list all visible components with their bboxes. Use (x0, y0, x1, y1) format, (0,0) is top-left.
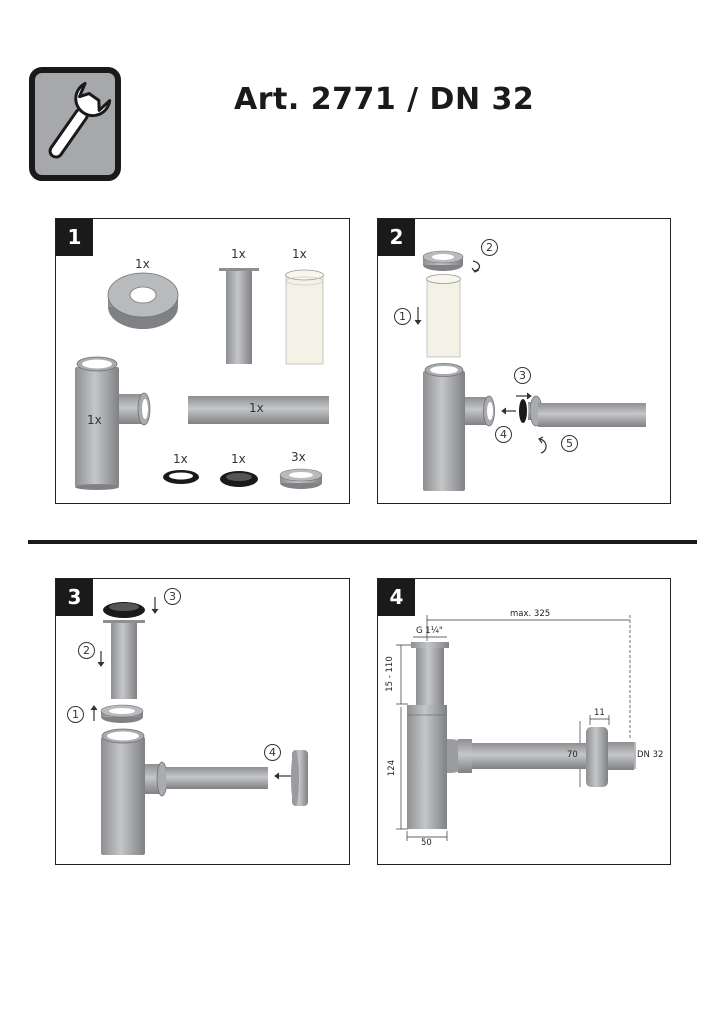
dimension-drawing (396, 615, 636, 841)
qty-label-bottle-body: 1x (87, 413, 102, 427)
dimension-rosette-diameter: 70 (567, 750, 578, 760)
step-marker-2: 2 (481, 239, 498, 256)
page-title: Art. 2771 / DN 32 (234, 82, 535, 117)
assembly-illustration-2 (414, 250, 646, 491)
pipe-part (188, 396, 329, 424)
section-divider (28, 540, 697, 544)
step-marker-1: 1 (67, 706, 84, 723)
panel-number: 4 (378, 579, 415, 616)
step-marker-5: 5 (561, 435, 578, 452)
gasket-large-part (220, 471, 258, 487)
assembly-illustration-3 (90, 597, 308, 855)
bottle-body-part (75, 356, 151, 490)
panel-1-parts-list: 1 (55, 218, 350, 504)
wall-tube-part (219, 268, 259, 364)
dimension-max-length: max. 325 (510, 609, 551, 619)
wrench-icon (29, 67, 121, 181)
qty-label-gasket-small: 1x (173, 452, 188, 466)
clear-tube-part (285, 269, 324, 365)
step-marker-1: 1 (394, 308, 411, 325)
panel-4-dimensions: 4 (377, 578, 671, 865)
rosette-part (107, 272, 179, 329)
dimension-rosette-offset: 11 (594, 708, 605, 718)
dimension-thread: G 1¼" (416, 626, 443, 636)
dimension-body-width: 50 (421, 838, 432, 848)
panel-3-assembly: 3 1 2 3 4 (55, 578, 350, 865)
parts-illustration (75, 268, 329, 490)
panel-2-assembly: 2 1 (377, 218, 671, 504)
dimension-height-adjust: 15 - 110 (384, 656, 395, 692)
step-marker-3: 3 (164, 588, 181, 605)
qty-label-gasket-large: 1x (231, 452, 246, 466)
dimension-body-height: 124 (387, 759, 398, 777)
qty-label-wall-tube: 1x (231, 247, 246, 261)
panel-number: 2 (378, 219, 415, 256)
step-marker-2: 2 (78, 642, 95, 659)
step-marker-4: 4 (264, 744, 281, 761)
washer-part (279, 468, 323, 489)
qty-label-pipe: 1x (249, 401, 264, 415)
qty-label-rosette: 1x (135, 257, 150, 271)
qty-label-washer: 3x (291, 450, 306, 464)
panel-number: 1 (56, 219, 93, 256)
qty-label-clear-tube: 1x (292, 247, 307, 261)
gasket-small-part (163, 470, 199, 484)
dimension-nominal: DN 32 (637, 750, 664, 760)
step-marker-3: 3 (514, 367, 531, 384)
step-marker-4: 4 (495, 426, 512, 443)
panel-number: 3 (56, 579, 93, 616)
